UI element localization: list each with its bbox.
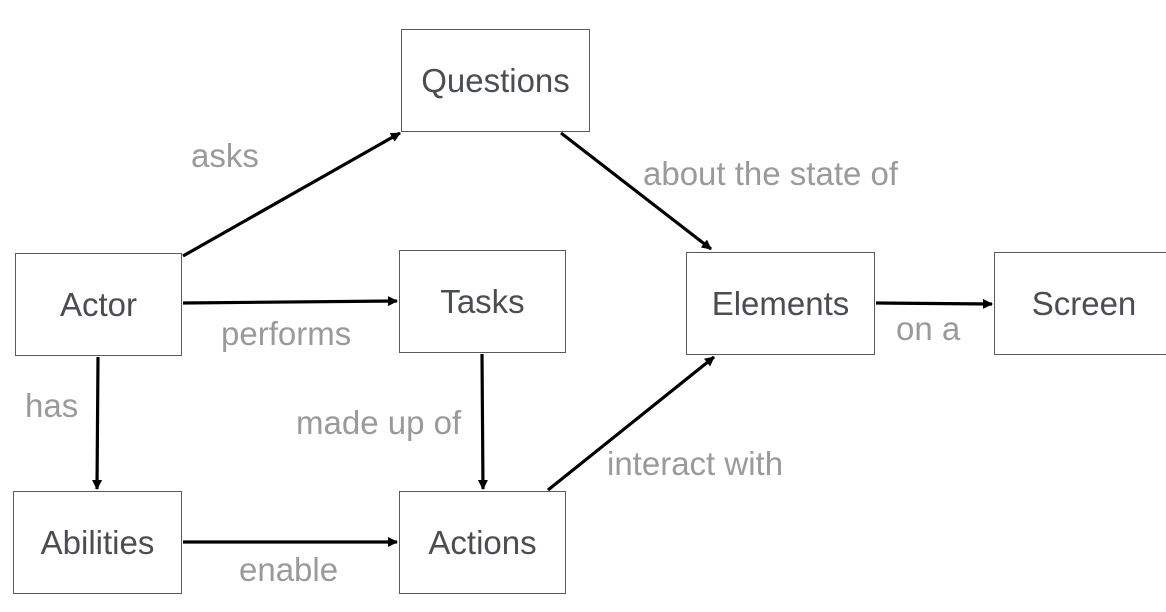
arrow-questions-elements (560, 131, 712, 251)
questions-box: Questions (401, 29, 590, 132)
arrow-tasks-actions (477, 353, 488, 490)
relation-label-about-the-state-of: about the state of (643, 155, 899, 192)
screen-box: Screen (994, 252, 1166, 355)
abilities-box: Abilities (13, 491, 182, 594)
arrow-actor-tasks (182, 296, 398, 307)
arrow-actor-questions (182, 131, 401, 258)
arrow-elements-screen (875, 298, 993, 309)
tasks-box: Tasks (399, 250, 566, 353)
relation-label-made-up-of: made up of (296, 404, 462, 441)
relation-label-on-a: on a (896, 310, 961, 347)
elements-box: Elements (686, 252, 875, 355)
actor-box: Actor (15, 253, 182, 356)
relation-label-enable: enable (239, 551, 339, 588)
relation-label-interact-with: interact with (607, 445, 784, 482)
arrow-actor-abilities (92, 356, 103, 490)
actions-box: Actions (399, 491, 566, 594)
relation-label-asks: asks (191, 137, 259, 174)
relation-label-has: has (25, 387, 79, 424)
arrow-actions-elements (546, 355, 716, 492)
relation-label-performs: performs (221, 315, 352, 352)
